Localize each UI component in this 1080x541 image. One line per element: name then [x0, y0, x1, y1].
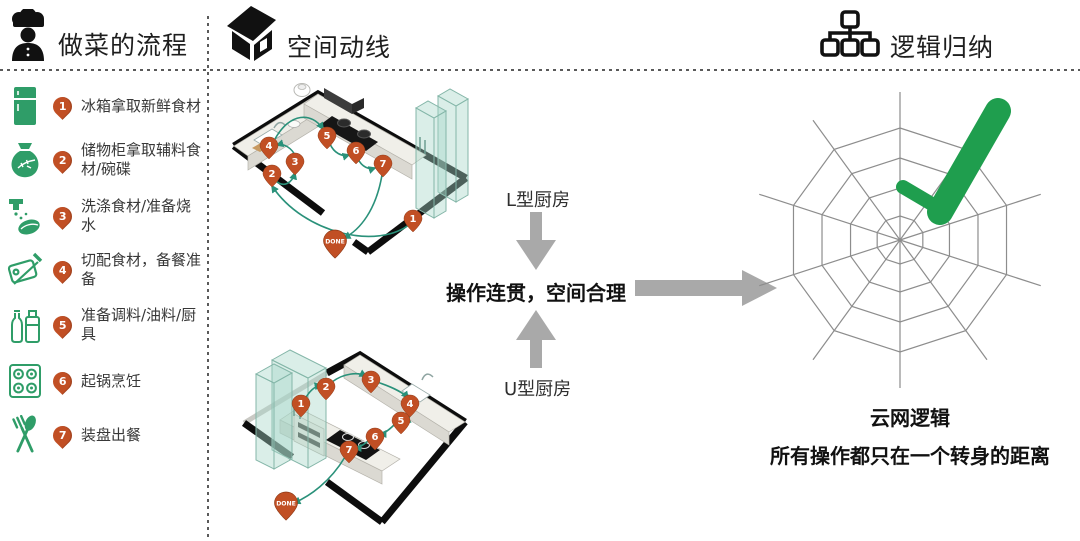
wash-icon: [6, 196, 44, 236]
step-text: 装盘出餐: [81, 425, 142, 444]
web-lines: [759, 92, 1041, 388]
step-number-pin: 4: [49, 256, 76, 284]
chef-icon: [5, 7, 51, 61]
step-number-pin: 1: [49, 92, 76, 120]
stove-counter: [293, 83, 427, 180]
house-icon: [226, 4, 278, 62]
right-caption: 云网逻辑 所有操作都只在一个转身的距离: [745, 402, 1075, 469]
svg-text:3: 3: [368, 375, 375, 386]
fridge-handles: [419, 137, 426, 154]
route-pins: 1 2 3 4 5 6 7 DONE: [273, 370, 420, 521]
glass-fridge: [414, 88, 470, 219]
step-row-5: 5 准备调料/油料/厨具: [6, 305, 204, 345]
step-row-2: 2 储物柜拿取辅料食材/碗碟: [6, 140, 204, 180]
middle-column-title: 空间动线: [287, 33, 392, 62]
svg-text:1: 1: [410, 214, 417, 225]
fridge-icon: [6, 86, 44, 126]
step-text: 起锅烹饪: [81, 371, 142, 390]
svg-text:7: 7: [380, 159, 387, 170]
l-kitchen-illustration: 1 2 3 4 5 6 7 DONE: [231, 83, 470, 259]
step-number-pin: 5: [49, 311, 76, 339]
step-row-7: 7 装盘出餐: [6, 415, 204, 455]
svg-text:DONE: DONE: [325, 238, 345, 245]
glass-fridge: [254, 349, 328, 470]
header-divider-line: [0, 69, 1080, 71]
up-arrow: [516, 310, 556, 368]
l-kitchen-label: L型厨房: [506, 190, 571, 211]
step-row-3: 3 洗涤食材/准备烧水: [6, 196, 204, 236]
step-text: 储物柜拿取辅料食材/碗碟: [81, 141, 202, 178]
done-pin: DONE: [322, 229, 348, 259]
step-row-1: 1 冰箱拿取新鲜食材: [6, 86, 204, 126]
svg-text:7: 7: [346, 445, 353, 456]
caption-title: 云网逻辑: [870, 406, 950, 430]
done-pin: DONE: [273, 491, 299, 521]
sack-icon: [6, 140, 44, 180]
cooktop-icon: [6, 361, 44, 401]
cutting-board-icon: [6, 250, 44, 290]
svg-text:3: 3: [292, 157, 299, 168]
caption-subtitle: 所有操作都只在一个转身的距离: [770, 444, 1050, 468]
u-kitchen-illustration: 1 2 3 4 5 6 7 DONE: [241, 349, 468, 525]
svg-text:4: 4: [407, 399, 414, 410]
svg-text:5: 5: [398, 416, 405, 427]
svg-text:6: 6: [372, 432, 379, 443]
spiderweb-chart: [759, 92, 1041, 388]
column-divider-line: [207, 16, 209, 541]
svg-text:2: 2: [323, 382, 330, 393]
svg-text:DONE: DONE: [276, 500, 296, 507]
svg-text:4: 4: [266, 141, 273, 152]
orgchart-icon: [820, 10, 880, 58]
svg-text:1: 1: [298, 399, 305, 410]
step-row-4: 4 切配食材，备餐准备: [6, 250, 204, 290]
utensils-icon: [6, 415, 44, 455]
step-number-pin: 6: [49, 367, 76, 395]
condiments-icon: [6, 305, 44, 345]
step-text: 准备调料/油料/厨具: [81, 306, 197, 343]
step-number-pin: 3: [49, 202, 76, 230]
checkmark-icon: [896, 98, 1011, 225]
right-column-title: 逻辑归纳: [890, 33, 995, 62]
stove-counter: [279, 407, 401, 485]
step-row-6: 6 起锅烹饪: [6, 361, 204, 401]
step-text: 洗涤食材/准备烧水: [81, 197, 192, 234]
u-kitchen-label: U型厨房: [504, 379, 572, 400]
svg-text:5: 5: [324, 131, 331, 142]
step-number-pin: 7: [49, 421, 76, 449]
down-arrow: [516, 212, 556, 270]
svg-text:6: 6: [353, 146, 360, 157]
step-number-pin: 2: [49, 146, 76, 174]
left-column-title: 做菜的流程: [58, 31, 189, 60]
right-arrow: [635, 270, 777, 306]
light-wall: [242, 370, 329, 426]
step-text: 冰箱拿取新鲜食材: [81, 96, 202, 115]
svg-text:2: 2: [269, 169, 276, 180]
step-text: 切配食材，备餐准备: [81, 251, 202, 288]
route-pins: 1 2 3 4 5 6 7 DONE: [259, 126, 423, 259]
conclusion-text: 操作连贯，空间合理: [446, 281, 626, 305]
